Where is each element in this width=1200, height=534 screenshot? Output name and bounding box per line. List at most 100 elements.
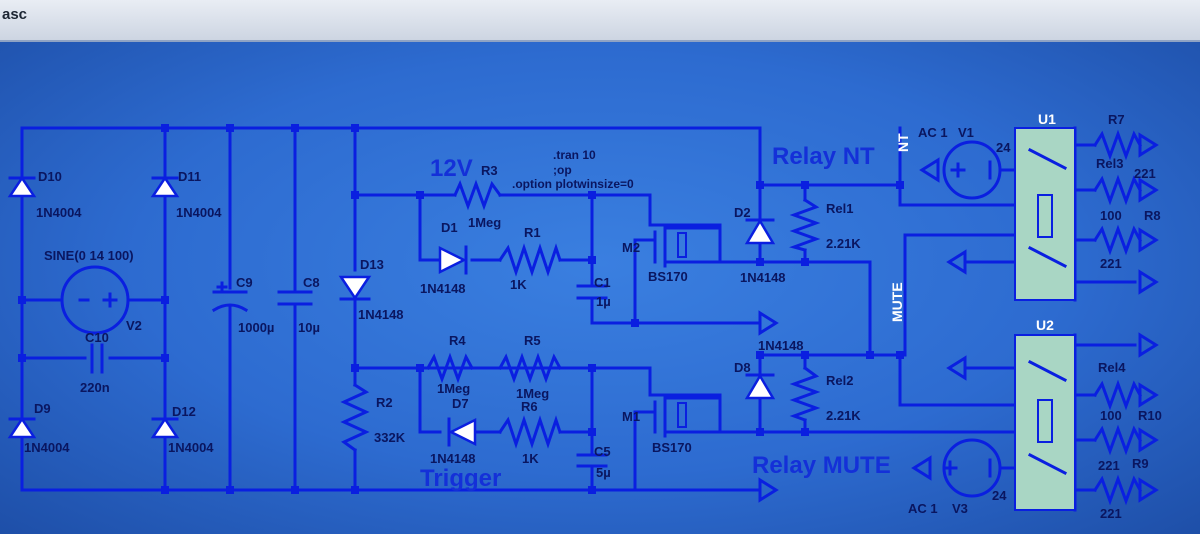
relay-U1[interactable] <box>1014 127 1076 301</box>
label-M2: M2 <box>622 240 640 255</box>
label-relay-mute: Relay MUTE <box>752 452 891 479</box>
capacitor-C8[interactable] <box>277 290 313 306</box>
net-label-nt: NT <box>895 133 911 152</box>
label-D12: D12 <box>172 404 196 419</box>
label-R6: R6 <box>521 399 538 414</box>
label-R2: R2 <box>376 395 393 410</box>
voltage-source-V2[interactable] <box>60 265 130 335</box>
label-12v: 12V <box>430 155 473 182</box>
document-tab[interactable]: asc <box>2 6 28 23</box>
label-D10: D10 <box>38 169 62 184</box>
label-U2: U2 <box>1036 317 1054 333</box>
label-D8: D8 <box>734 360 751 375</box>
label-V3-pin: 24 <box>992 488 1007 503</box>
directive-option: .option plotwinsize=0 <box>512 177 634 191</box>
resistor-R7[interactable] <box>1092 129 1143 161</box>
capacitor-C9[interactable] <box>211 281 249 313</box>
schematic-canvas[interactable]: D10 1N4004 D11 1N4004 SINE(0 14 100) V2 … <box>0 42 1200 534</box>
label-Rel4: Rel4 <box>1098 360 1126 375</box>
label-trigger: Trigger <box>420 465 501 492</box>
diode-D2[interactable] <box>744 218 776 245</box>
label-R4: R4 <box>449 333 466 348</box>
label-D9-value: 1N4004 <box>24 440 70 455</box>
label-M2-value: BS170 <box>648 269 688 284</box>
label-C1: C1 <box>594 275 611 290</box>
voltage-source-V3[interactable] <box>942 438 1002 498</box>
label-R3-value: 1Meg <box>468 215 501 230</box>
label-D8-value: 1N4148 <box>758 338 804 353</box>
resistor-R1[interactable] <box>497 243 562 277</box>
mosfet-M2[interactable] <box>653 226 722 268</box>
label-D1-value: 1N4148 <box>420 281 466 296</box>
label-D12-value: 1N4004 <box>168 440 214 455</box>
capacitor-C10[interactable] <box>90 343 104 374</box>
label-M1: M1 <box>622 409 640 424</box>
diode-D8[interactable] <box>744 373 776 400</box>
resistor-R2[interactable] <box>340 382 370 453</box>
label-R8-value: 100 <box>1100 208 1122 223</box>
label-C1-value: 1µ <box>596 294 611 309</box>
label-R3: R3 <box>481 163 498 178</box>
label-R1-value: 1K <box>510 277 527 292</box>
resistor-Rel3[interactable] <box>1092 174 1143 206</box>
diode-D11[interactable] <box>150 175 180 198</box>
resistor-R6[interactable] <box>497 415 562 449</box>
junctions <box>18 124 904 494</box>
label-D13: D13 <box>360 257 384 272</box>
annotations: 12V Trigger Relay NT Relay MUTE .tran 10… <box>420 133 911 492</box>
title-bar: asc <box>0 0 1200 42</box>
label-D1: D1 <box>441 220 458 235</box>
label-V3-value: AC 1 <box>908 501 938 516</box>
resistor-R10[interactable] <box>1092 424 1143 456</box>
resistor-R8[interactable] <box>1092 224 1143 256</box>
label-V1-value: AC 1 <box>918 125 948 140</box>
label-R6-value: 1K <box>522 451 539 466</box>
component-labels: D10 1N4004 D11 1N4004 SINE(0 14 100) V2 … <box>24 111 1162 521</box>
label-U1: U1 <box>1038 111 1056 127</box>
mosfet-M1[interactable] <box>653 396 722 438</box>
label-D9: D9 <box>34 401 51 416</box>
diode-D10[interactable] <box>7 175 37 198</box>
label-R10-value: 221 <box>1098 458 1120 473</box>
label-D7: D7 <box>452 396 469 411</box>
label-V3: V3 <box>952 501 968 516</box>
label-C9-value: 1000µ <box>238 320 274 335</box>
label-C5: C5 <box>594 444 611 459</box>
label-D2: D2 <box>734 205 751 220</box>
diode-D13[interactable] <box>338 275 372 301</box>
resistor-Rel1[interactable] <box>789 197 821 252</box>
label-R9-value: 221 <box>1100 506 1122 521</box>
label-D13-value: 1N4148 <box>358 307 404 322</box>
resistor-R4[interactable] <box>425 352 475 384</box>
directive-tran: .tran 10 <box>553 148 596 162</box>
label-C8: C8 <box>303 275 320 290</box>
label-V2: V2 <box>126 318 142 333</box>
label-V1-pin: 24 <box>996 140 1011 155</box>
diode-D9[interactable] <box>7 416 37 439</box>
label-Rel1: Rel1 <box>826 201 853 216</box>
label-D7-value: 1N4148 <box>430 451 476 466</box>
label-Rel3: Rel3 <box>1096 156 1123 171</box>
label-R7: R7 <box>1108 112 1125 127</box>
label-R8: R8 <box>1144 208 1161 223</box>
diode-D1[interactable] <box>438 245 468 275</box>
resistor-R3[interactable] <box>453 179 503 211</box>
resistor-R9[interactable] <box>1092 474 1143 506</box>
label-R2-value: 332K <box>374 430 406 445</box>
diode-D12[interactable] <box>150 416 180 439</box>
capacitor-C5[interactable] <box>576 453 608 468</box>
label-R4-value: 1Meg <box>437 381 470 396</box>
label-D2-value: 1N4148 <box>740 270 786 285</box>
diode-D7[interactable] <box>447 417 477 447</box>
resistor-Rel2[interactable] <box>789 365 821 422</box>
label-R9: R9 <box>1132 456 1149 471</box>
schematic-drawing: D10 1N4004 D11 1N4004 SINE(0 14 100) V2 … <box>7 111 1162 521</box>
voltage-source-V1[interactable] <box>942 140 1002 200</box>
directive-op: ;op <box>553 163 572 177</box>
relay-U2[interactable] <box>1014 334 1076 511</box>
label-R10: R10 <box>1138 408 1162 423</box>
resistor-R5[interactable] <box>497 352 563 384</box>
label-R5-value: 1Meg <box>516 386 549 401</box>
resistor-Rel4[interactable] <box>1092 379 1143 411</box>
capacitor-C1[interactable] <box>576 284 608 300</box>
